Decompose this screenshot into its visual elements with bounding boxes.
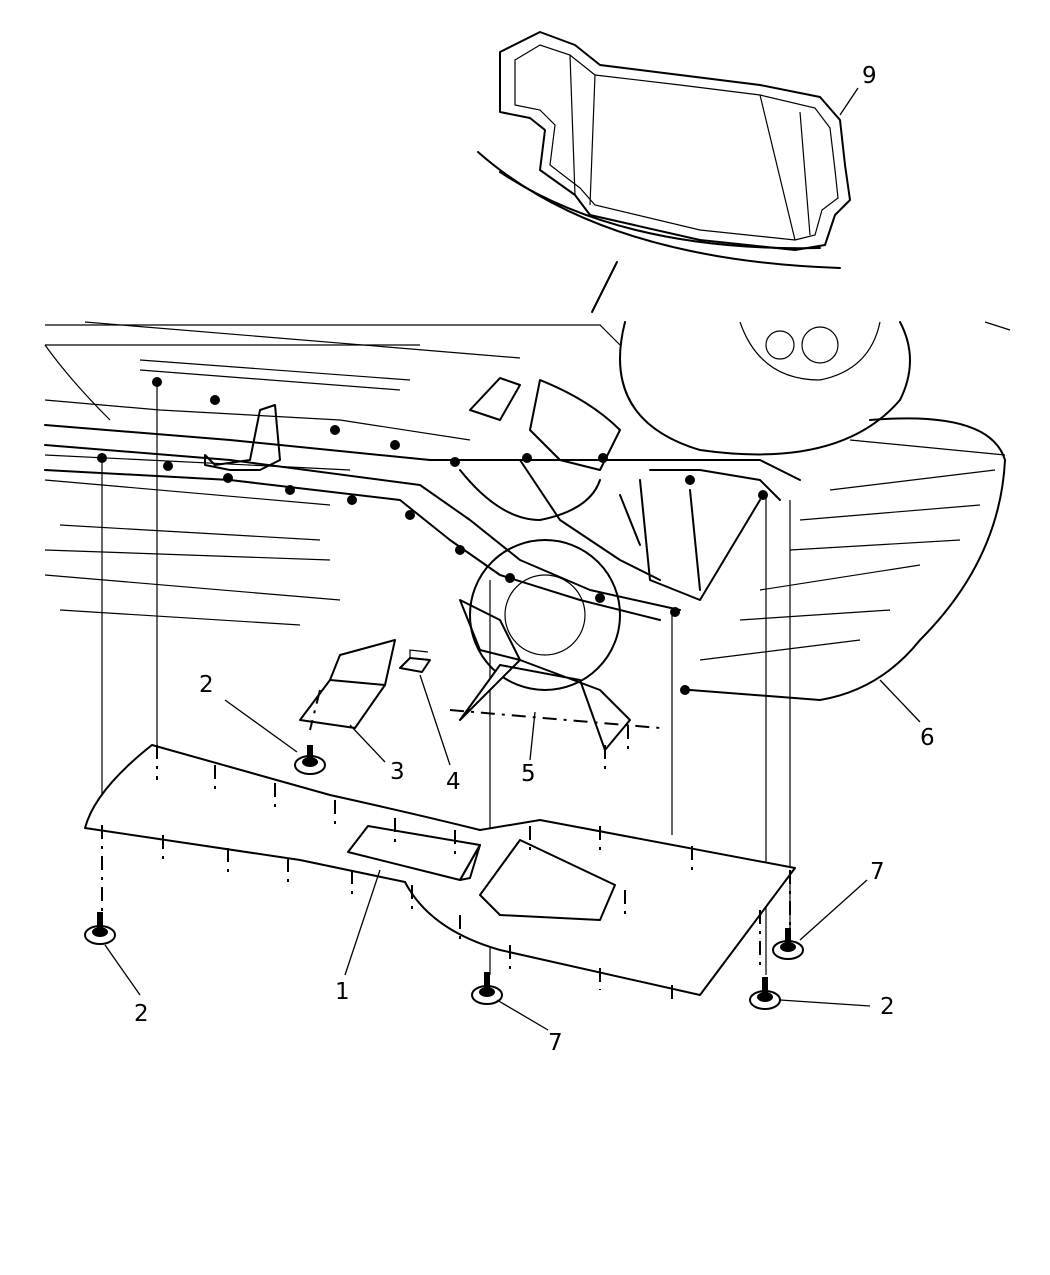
part-4-clip xyxy=(399,649,431,673)
callout-6: 6 xyxy=(920,725,935,751)
leader-lines xyxy=(104,87,921,1031)
part-1-skid-plate xyxy=(84,744,796,1005)
part-3-bracket xyxy=(299,639,396,731)
fastener-2-right xyxy=(749,977,781,1010)
callout-1: 1 xyxy=(335,979,350,1005)
callout-2-right: 2 xyxy=(880,994,895,1020)
callout-9: 9 xyxy=(862,63,877,89)
fastener-2-left xyxy=(84,912,116,945)
part-9-shield-detail xyxy=(477,31,851,313)
vehicle-underbody xyxy=(44,321,1011,975)
callout-7-right: 7 xyxy=(870,859,885,885)
fastener-7-middle xyxy=(471,972,503,1005)
callout-2-left: 2 xyxy=(134,1001,149,1027)
callout-3: 3 xyxy=(390,759,405,785)
callout-7-middle: 7 xyxy=(548,1030,563,1056)
fastener-7-right xyxy=(772,928,804,960)
part-5-bracket xyxy=(449,659,661,770)
callout-4: 4 xyxy=(446,769,461,795)
frame-fastener-points xyxy=(97,377,768,695)
callout-2-upper: 2 xyxy=(199,672,214,698)
fastener-2-upper xyxy=(294,745,326,775)
callout-5: 5 xyxy=(521,761,536,787)
